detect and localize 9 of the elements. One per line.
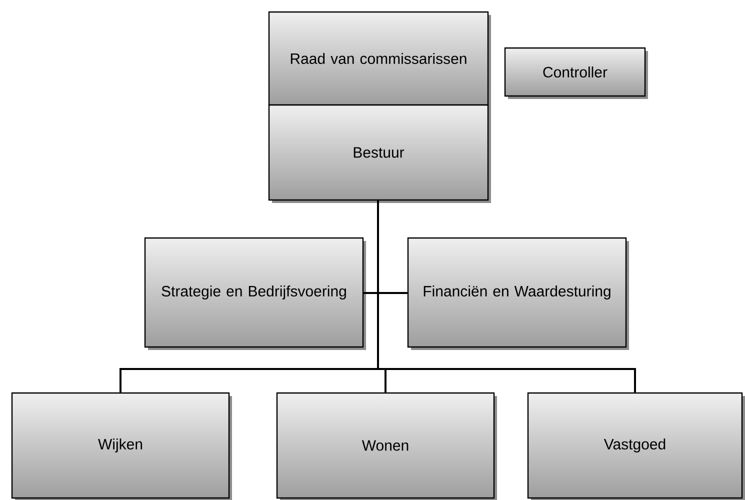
org-box: Wonen xyxy=(276,392,497,500)
org-box: Financiën en Waardesturing xyxy=(407,237,629,350)
org-box: Bestuur xyxy=(268,104,491,203)
org-box: Wijken xyxy=(11,392,232,500)
connector-line xyxy=(377,200,636,392)
org-box: Strategie en Bedrijfsvoering xyxy=(144,237,366,350)
org-box: Vastgoed xyxy=(527,392,745,500)
org-box: Controller xyxy=(504,47,648,99)
org-box: Raad van commissarissen xyxy=(268,11,491,108)
